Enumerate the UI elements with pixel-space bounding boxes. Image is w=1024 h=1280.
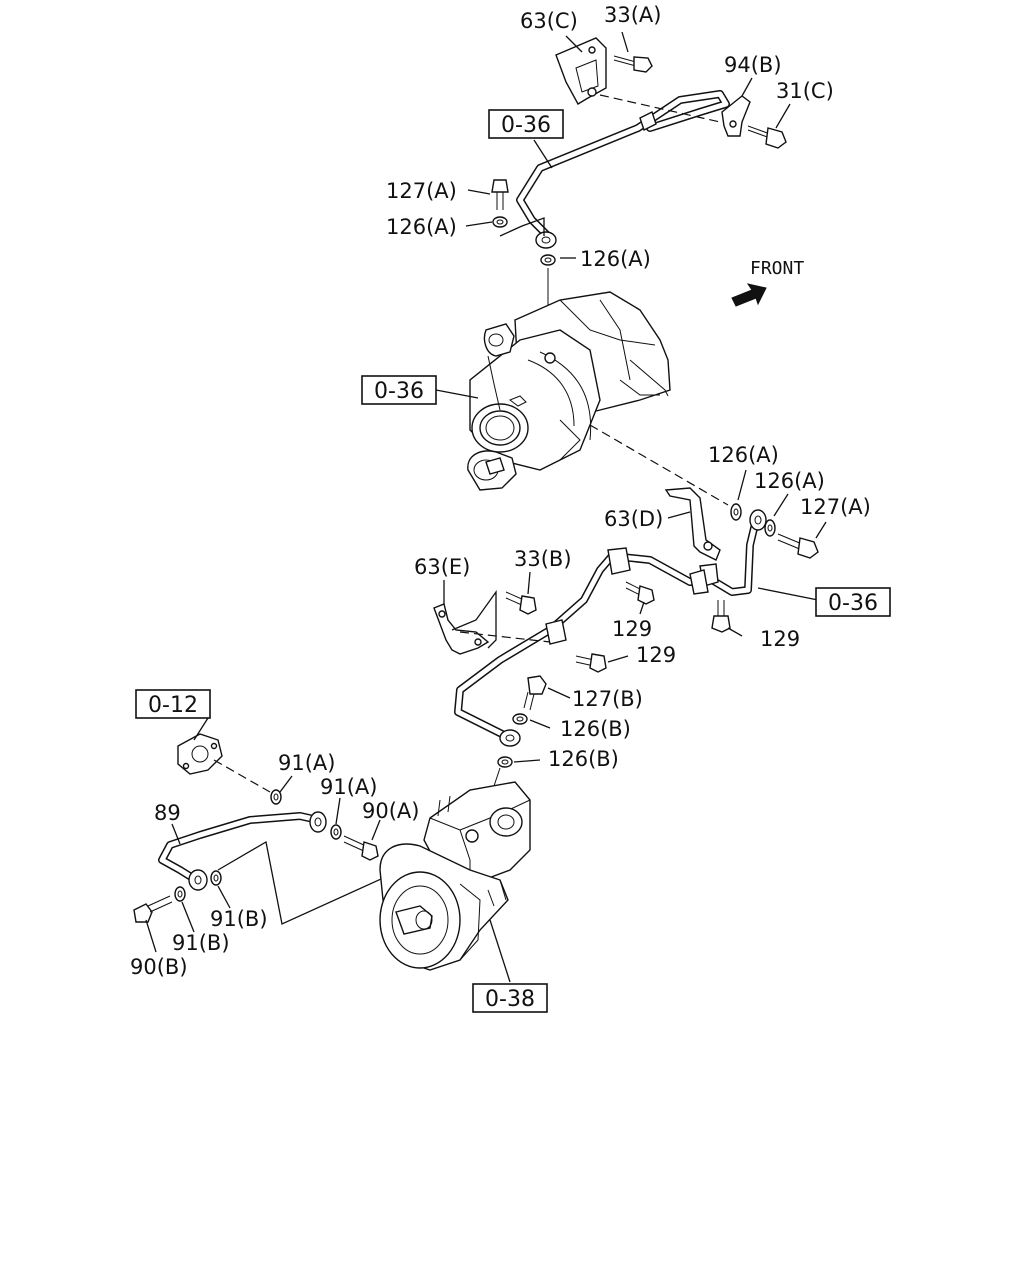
bolt-31c — [747, 125, 787, 149]
top-pipe-assembly — [491, 37, 787, 352]
callout-127a-mid: 127(A) — [800, 495, 871, 519]
callout-33b: 33(B) — [514, 547, 572, 571]
callout-63c: 63(C) — [520, 9, 578, 33]
callout-129-a: 129 — [612, 617, 652, 641]
clip-94b — [721, 95, 751, 137]
washer-126a-top — [492, 216, 508, 228]
ref-box-turbo: 0-36 — [361, 375, 437, 405]
bolt-127b — [523, 675, 547, 711]
sensor-assembly — [133, 733, 481, 925]
ref-box-compressor: 0-38 — [472, 983, 548, 1013]
callout-31c: 31(C) — [776, 79, 834, 103]
callout-63d: 63(D) — [604, 507, 663, 531]
bolt-129-b — [711, 600, 731, 633]
callout-126a-mid2: 126(A) — [754, 469, 825, 493]
bracket-63e — [433, 603, 490, 655]
washer-126b-2 — [497, 756, 513, 768]
callout-126b-1: 126(B) — [560, 717, 631, 741]
ref-box-sensor: 0-12 — [135, 689, 211, 719]
washer-91b-2 — [174, 886, 186, 902]
callout-126a-top: 126(A) — [386, 215, 457, 239]
ref-box-top-pipe-label: 0-36 — [501, 113, 551, 138]
ref-box-top-pipe: 0-36 — [488, 109, 564, 139]
callout-91a-2: 91(A) — [320, 775, 377, 799]
callout-127a-top: 127(A) — [386, 179, 457, 203]
front-label: FRONT — [750, 258, 804, 279]
callout-127b: 127(B) — [572, 687, 643, 711]
washer-126a-turbo — [540, 254, 556, 266]
ref-box-compressor-label: 0-38 — [485, 987, 535, 1012]
bracket-63d — [664, 487, 721, 561]
callout-126a-turbo: 126(A) — [580, 247, 651, 271]
washer-126a-mid2 — [764, 519, 776, 537]
leader-lines — [145, 31, 827, 983]
bolt-129-a — [625, 581, 655, 605]
callout-90a: 90(A) — [362, 799, 419, 823]
washer-126b-1 — [512, 713, 528, 725]
turbocharger — [467, 291, 671, 491]
sensor-0-12 — [177, 733, 223, 775]
bracket-63c — [555, 37, 607, 105]
bolt-129-c — [575, 653, 607, 673]
front-arrow-icon — [731, 283, 767, 307]
washer-91b-1 — [210, 870, 222, 886]
bolt-33a — [613, 55, 653, 73]
ref-box-turbo-label: 0-36 — [374, 379, 424, 404]
ref-box-mid-pipe-label: 0-36 — [828, 591, 878, 616]
bolt-127a-top — [491, 179, 509, 210]
washer-126a-mid1 — [730, 503, 742, 521]
callout-126b-2: 126(B) — [548, 747, 619, 771]
callout-33a: 33(A) — [604, 3, 661, 27]
callout-labels: 63(C) 33(A) 94(B) 31(C) 127(A) 126(A) 12… — [130, 3, 871, 979]
callout-91b-2: 91(B) — [172, 931, 230, 955]
bolt-127a-mid — [777, 533, 819, 559]
ref-box-mid-pipe: 0-36 — [815, 587, 891, 617]
ref-box-sensor-label: 0-12 — [148, 693, 198, 718]
callout-91a-1: 91(A) — [278, 751, 335, 775]
mid-pipe-assembly — [433, 424, 819, 829]
callout-91b-1: 91(B) — [210, 907, 268, 931]
bolt-90a — [343, 835, 379, 861]
washer-91a-2 — [330, 824, 342, 840]
callout-129-b: 129 — [760, 627, 800, 651]
air-compressor — [379, 781, 531, 971]
callout-63e: 63(E) — [414, 555, 470, 579]
callout-126a-mid1: 126(A) — [708, 443, 779, 467]
callout-129-c: 129 — [636, 643, 676, 667]
washer-91a-1 — [270, 789, 282, 805]
bolt-90b — [133, 895, 173, 923]
callout-89: 89 — [154, 801, 181, 825]
front-indicator: FRONT — [731, 258, 804, 307]
callout-90b: 90(B) — [130, 955, 188, 979]
callout-94b: 94(B) — [724, 53, 782, 77]
bolt-33b — [505, 591, 537, 615]
